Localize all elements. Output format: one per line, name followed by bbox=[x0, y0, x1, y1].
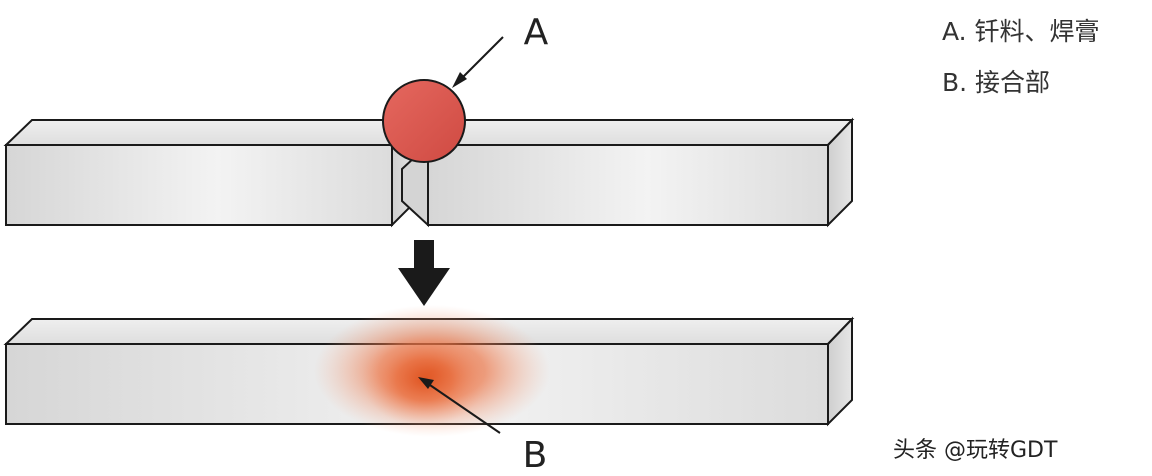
left-bar bbox=[3, 117, 419, 228]
solder-ball bbox=[382, 79, 466, 163]
callout-a-label: A bbox=[524, 12, 549, 53]
callout-b-label: B bbox=[523, 435, 548, 476]
callout-a-arrow bbox=[452, 36, 504, 88]
process-arrow-down bbox=[398, 240, 450, 306]
joint-zone bbox=[314, 305, 550, 437]
right-bar bbox=[401, 117, 855, 228]
legend-item-b: B. 接合部 bbox=[942, 68, 1051, 97]
callout-b-arrow bbox=[418, 377, 501, 434]
legend-item-a: A. 钎料、焊膏 bbox=[942, 17, 1100, 46]
watermark: 头条 @玩转GDT bbox=[893, 438, 1058, 463]
